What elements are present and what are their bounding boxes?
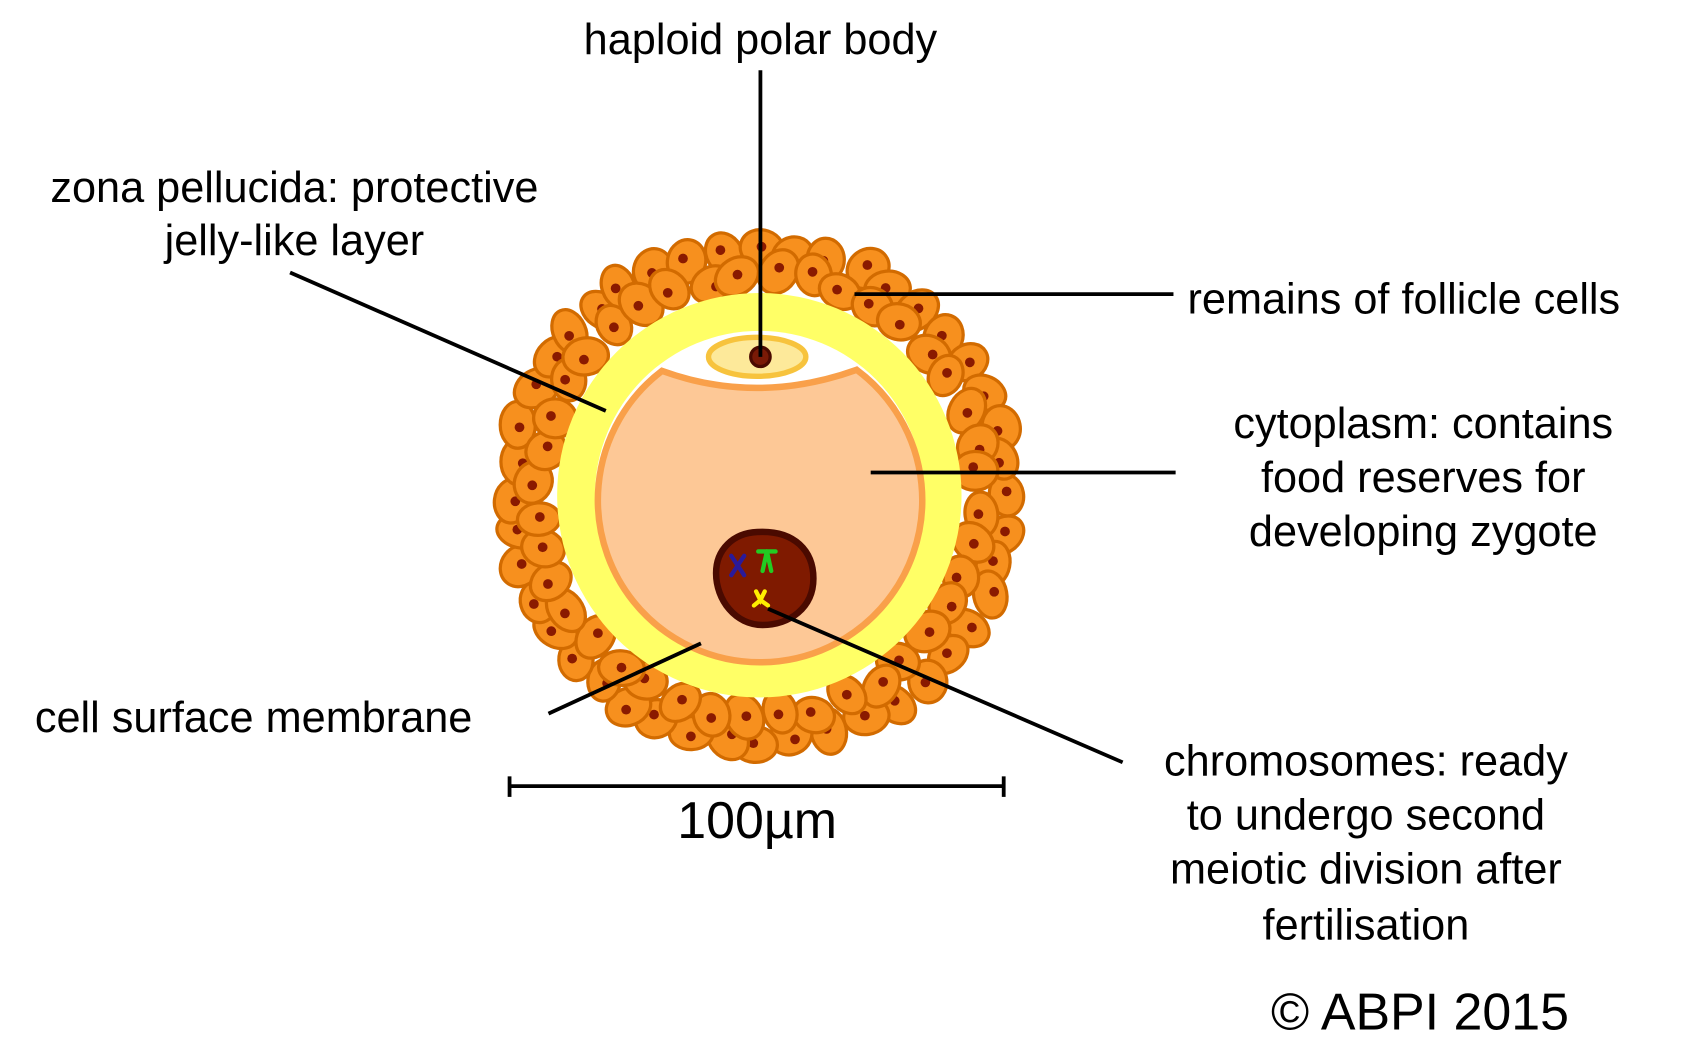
follicle-cell-nucleus: [773, 709, 784, 720]
label-cytoplasm-line1: cytoplasm: contains: [1233, 400, 1613, 448]
follicle-cell-nucleus: [894, 319, 905, 330]
follicle-cell-nucleus: [706, 713, 717, 723]
follicle-cell-nucleus: [649, 709, 659, 720]
follicle-cell-nucleus: [962, 407, 973, 418]
follicle-cell-nucleus: [516, 559, 527, 569]
label-chromosomes-line4: fertilisation: [1263, 902, 1470, 950]
follicle-cell-nucleus: [967, 622, 977, 633]
follicle-cell-nucleus: [927, 349, 938, 360]
follicle-cell-nucleus: [973, 509, 984, 520]
follicle-cell-nucleus: [878, 676, 889, 687]
cytoplasm: [594, 366, 926, 666]
label-zona-line2: jelly-like layer: [163, 217, 425, 265]
follicle-cell-nucleus: [677, 694, 687, 705]
follicle-cell-nucleus: [1001, 486, 1012, 497]
follicle-cell-nucleus: [616, 662, 627, 673]
follicle-cell-nucleus: [942, 648, 952, 659]
label-cytoplasm-line2: food reserves for: [1261, 454, 1586, 502]
chromosome-yellow: [751, 589, 771, 608]
label-zona-line1: zona pellucida: protective: [50, 164, 538, 212]
follicle-cell-nucleus: [741, 711, 752, 722]
scale-bar: [507, 776, 1006, 797]
follicle-cell-nucleus: [552, 351, 563, 362]
follicle-cell-nucleus: [924, 627, 935, 637]
follicle-cell-nucleus: [514, 422, 525, 433]
follicle-cell-nucleus: [529, 599, 539, 609]
follicle-cell-nucleus: [593, 628, 603, 639]
follicle-cell-nucleus: [686, 731, 696, 742]
follicle-cell-nucleus: [988, 556, 998, 566]
follicle-cell-nucleus: [942, 367, 952, 378]
follicle-cell-nucleus: [863, 298, 874, 309]
follicle-cell-nucleus: [989, 586, 1000, 597]
label-follicle: remains of follicle cells: [1188, 276, 1621, 324]
chromosomes-leader-line: [767, 607, 1124, 765]
follicle-cell-nucleus: [946, 601, 957, 612]
label-chromosomes-line3: meiotic division after: [1170, 845, 1562, 893]
follicle-cell-nucleus: [546, 411, 556, 421]
follicle-cell-nucleus: [841, 689, 852, 700]
follicle-cell-nucleus: [832, 284, 842, 295]
follicle-cell-nucleus: [807, 266, 818, 277]
follicle-cell-nucleus: [968, 538, 979, 549]
follicle-cell-nucleus: [678, 253, 688, 264]
membrane-leader-line: [547, 641, 702, 716]
follicle-cell-nucleus: [715, 245, 726, 255]
follicle-cell-nucleus: [968, 462, 979, 472]
follicle-cell-nucleus: [542, 441, 553, 452]
follicle-cell-nucleus: [1000, 526, 1010, 537]
follicle-cell-nucleus: [732, 269, 743, 280]
copyright: © ABPI 2015: [1271, 982, 1569, 1040]
follicle-cell-nucleus: [560, 608, 570, 619]
follicle-cell-nucleus: [964, 357, 975, 368]
follicle-cell-nucleus: [567, 653, 578, 664]
follicle-cell-nucleus: [860, 710, 870, 721]
label-chromosomes-line2: to undergo second: [1187, 791, 1545, 839]
label-polar-body: haploid polar body: [584, 16, 938, 64]
follicle-cell-nucleus: [805, 707, 816, 717]
follicle-cell-nucleus: [609, 322, 619, 333]
follicle-cell-nucleus: [534, 512, 545, 522]
follicle-cell-nucleus: [543, 579, 553, 589]
follicle-cell-nucleus: [546, 626, 557, 637]
chromosome-blue: [729, 553, 747, 578]
polar-body: [705, 334, 809, 379]
follicle-cell-nucleus: [790, 734, 800, 745]
follicle-cell-nucleus: [579, 354, 589, 365]
follicle-cell-nucleus: [621, 704, 631, 715]
follicle-cell-nucleus: [951, 572, 962, 583]
follicle-cell-nucleus: [610, 283, 621, 294]
label-cytoplasm-line3: developing zygote: [1249, 508, 1598, 556]
label-membrane: cell surface membrane: [35, 694, 472, 742]
follicle-cell-nucleus: [527, 480, 538, 491]
chromosome-green: [756, 549, 778, 574]
zona-leader-line: [289, 270, 607, 413]
follicle-cell-nucleus: [862, 260, 873, 270]
scale-bar-label: 100µm: [677, 791, 837, 849]
follicle-cell-nucleus: [774, 262, 785, 273]
follicle-cell-nucleus: [748, 738, 759, 749]
follicle-cell-nucleus: [633, 300, 644, 311]
follicle-cell-nucleus: [564, 330, 575, 341]
follicle-cell-nucleus: [560, 374, 571, 385]
follicle-cell-nucleus: [537, 542, 548, 553]
label-chromosomes-line1: chromosomes: ready: [1164, 737, 1568, 785]
follicle-cell-nucleus: [662, 287, 673, 298]
nucleus: [712, 528, 817, 629]
